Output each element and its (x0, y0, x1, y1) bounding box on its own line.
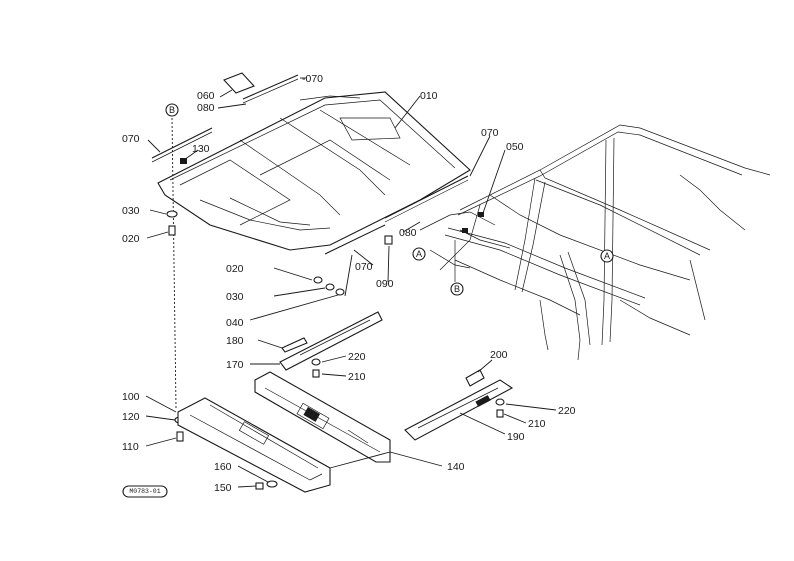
part-label-220-right: 220 (558, 405, 576, 417)
part-label-200: 200 (490, 349, 508, 361)
washer-030 (166, 210, 178, 218)
washer-030-mid (325, 283, 335, 291)
part-label-130: 130 (192, 143, 210, 155)
part-label-070-mid: 070 (355, 261, 373, 273)
trim-strip-070 (242, 74, 299, 100)
cover-170 (279, 311, 383, 378)
drawing-number: M0783-01 (129, 488, 160, 495)
part-label-070-top: -070 (302, 73, 323, 85)
part-label-010: 010 (420, 90, 438, 102)
mid-fasteners (313, 254, 353, 297)
part-label-060: 060 (197, 90, 215, 102)
cab-frame (419, 124, 771, 361)
screw-210-mid (312, 369, 320, 378)
callout-b-left: B (169, 105, 175, 115)
knob-200 (465, 369, 485, 387)
frame-mount-hole (478, 212, 484, 217)
roof-mount-pad (180, 158, 187, 164)
lens-180 (281, 337, 308, 353)
console-140 (254, 371, 391, 463)
clip-090 (384, 235, 393, 245)
part-label-100: 100 (122, 391, 140, 403)
part-label-150: 150 (214, 482, 232, 494)
washer-220-mid (311, 358, 321, 366)
pad-060 (223, 72, 255, 94)
part-label-120: 120 (122, 411, 140, 423)
part-label-050: 050 (506, 141, 524, 153)
nut-020 (313, 276, 323, 284)
top-trim-parts (151, 72, 469, 255)
trim-strip-070-mid (324, 224, 386, 255)
callouts: B A A B (165, 103, 614, 296)
bolt-110 (176, 431, 184, 442)
part-labels: -070 060 080 010 070 130 070 050 030 020… (122, 73, 576, 494)
callout-b-frame: B (454, 284, 460, 294)
spacer-040 (335, 288, 345, 296)
part-label-030-mid: 030 (226, 291, 244, 303)
left-fasteners (166, 117, 186, 442)
callout-circle-a-mid (412, 247, 426, 261)
console-190 (404, 369, 514, 441)
leader-lines (145, 77, 557, 488)
part-label-210-mid: 210 (348, 371, 366, 383)
part-label-160: 160 (214, 461, 232, 473)
trim-strip-070-right (384, 175, 469, 219)
frame-mount-hole (462, 228, 468, 233)
part-label-110: 110 (122, 441, 139, 453)
part-label-170: 170 (226, 359, 244, 371)
part-label-020-mid: 020 (226, 263, 244, 275)
callout-circle-b-frame (450, 282, 464, 296)
tray-100 (177, 397, 331, 493)
screw-150 (255, 482, 264, 490)
part-label-180: 180 (226, 335, 244, 347)
callout-circle-b-left (165, 103, 179, 117)
washer-160 (266, 480, 278, 488)
part-label-140: 140 (447, 461, 465, 473)
callout-circle-a-frame (600, 249, 614, 263)
part-label-040: 040 (226, 317, 244, 329)
part-label-030-left: 030 (122, 205, 140, 217)
part-label-070-left: 070 (122, 133, 140, 145)
trim-strip-070-left (151, 127, 213, 159)
part-label-070-right: 070 (481, 127, 499, 139)
callout-a-frame: A (604, 251, 610, 261)
screw-210-right (496, 409, 504, 418)
washer-220-right (495, 398, 505, 406)
part-label-190: 190 (507, 431, 525, 443)
part-label-220-mid: 220 (348, 351, 366, 363)
roof-panel (157, 91, 471, 251)
bolt-020 (168, 225, 176, 236)
part-label-080-mid: 080 (399, 227, 417, 239)
callout-a-mid: A (416, 249, 422, 259)
part-label-210-right: 210 (528, 418, 546, 430)
part-label-090: 090 (376, 278, 394, 290)
part-label-020-left: 020 (122, 233, 140, 245)
drawing-stamp: M0783-01 (122, 485, 168, 498)
part-label-080-top: 080 (197, 102, 215, 114)
